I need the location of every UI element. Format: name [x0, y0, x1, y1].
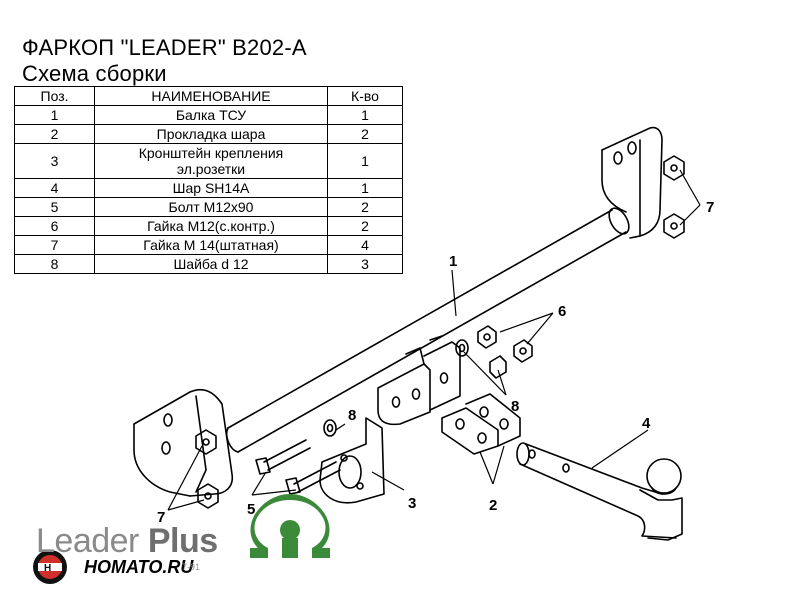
callout-8-left: 8	[348, 407, 356, 424]
cell-pos: 3	[14, 143, 95, 179]
site-logo-text: HOMATO.RU	[84, 557, 194, 577]
leader-lines	[167, 169, 701, 511]
bolts	[255, 439, 341, 495]
homato-logo-icon: H	[33, 550, 67, 584]
leader-plus-logo: Leader Plus	[36, 522, 218, 561]
diagram-title: ФАРКОП "LEADER" B202-A	[22, 35, 307, 60]
ball-mount-plates	[377, 335, 461, 426]
towbar-beam	[225, 207, 630, 453]
cell-qty: 3	[327, 254, 403, 274]
cell-name: Гайка М 14(штатная)	[94, 235, 328, 255]
callout-4: 4	[642, 415, 651, 432]
ball-spacer-plates	[441, 393, 521, 455]
callout-3: 3	[408, 495, 416, 512]
nuts-m12	[477, 325, 533, 379]
table-row: 8 Шайба d 12 3	[14, 254, 403, 274]
callout-8-right: 8	[511, 398, 519, 415]
svg-text:H: H	[44, 563, 51, 574]
callout-2: 2	[489, 497, 497, 514]
table-row: 7 Гайка М 14(штатная) 4	[14, 235, 403, 255]
cell-name: Шайба d 12	[94, 254, 328, 274]
cell-name: Прокладка шара	[94, 124, 328, 144]
table-header-row: Поз. НАИМЕНОВАНИЕ К-во	[14, 86, 403, 106]
tow-ball	[516, 442, 683, 541]
parts-table: Поз. НАИМЕНОВАНИЕ К-во 1 Балка ТСУ 1 2 П…	[14, 86, 403, 274]
cell-qty: 1	[327, 143, 403, 179]
brand-plus: Plus	[147, 522, 218, 560]
table-row: 6 Гайка М12(с.контр.) 2	[14, 216, 403, 236]
socket-bracket	[319, 417, 385, 504]
callout-7-right: 7	[706, 199, 714, 216]
brand-phone-fragment: 7-91	[182, 562, 201, 572]
right-bracket	[601, 126, 663, 239]
washers	[323, 339, 469, 437]
left-bracket	[133, 388, 234, 497]
callout-1: 1	[449, 253, 457, 270]
brand-leader: Leader	[36, 522, 139, 560]
cell-name: Кронштейн крепления эл.розетки	[94, 143, 328, 179]
omega-logo	[250, 494, 330, 558]
column-header-pos: Поз.	[14, 86, 95, 106]
callout-7-left: 7	[157, 509, 165, 526]
diagram-subtitle: Схема сборки	[22, 61, 167, 86]
table-row: 3 Кронштейн крепления эл.розетки 1	[14, 143, 403, 179]
callout-5: 5	[247, 501, 255, 518]
callout-6: 6	[558, 303, 566, 320]
table-row: 2 Прокладка шара 2	[14, 124, 403, 144]
